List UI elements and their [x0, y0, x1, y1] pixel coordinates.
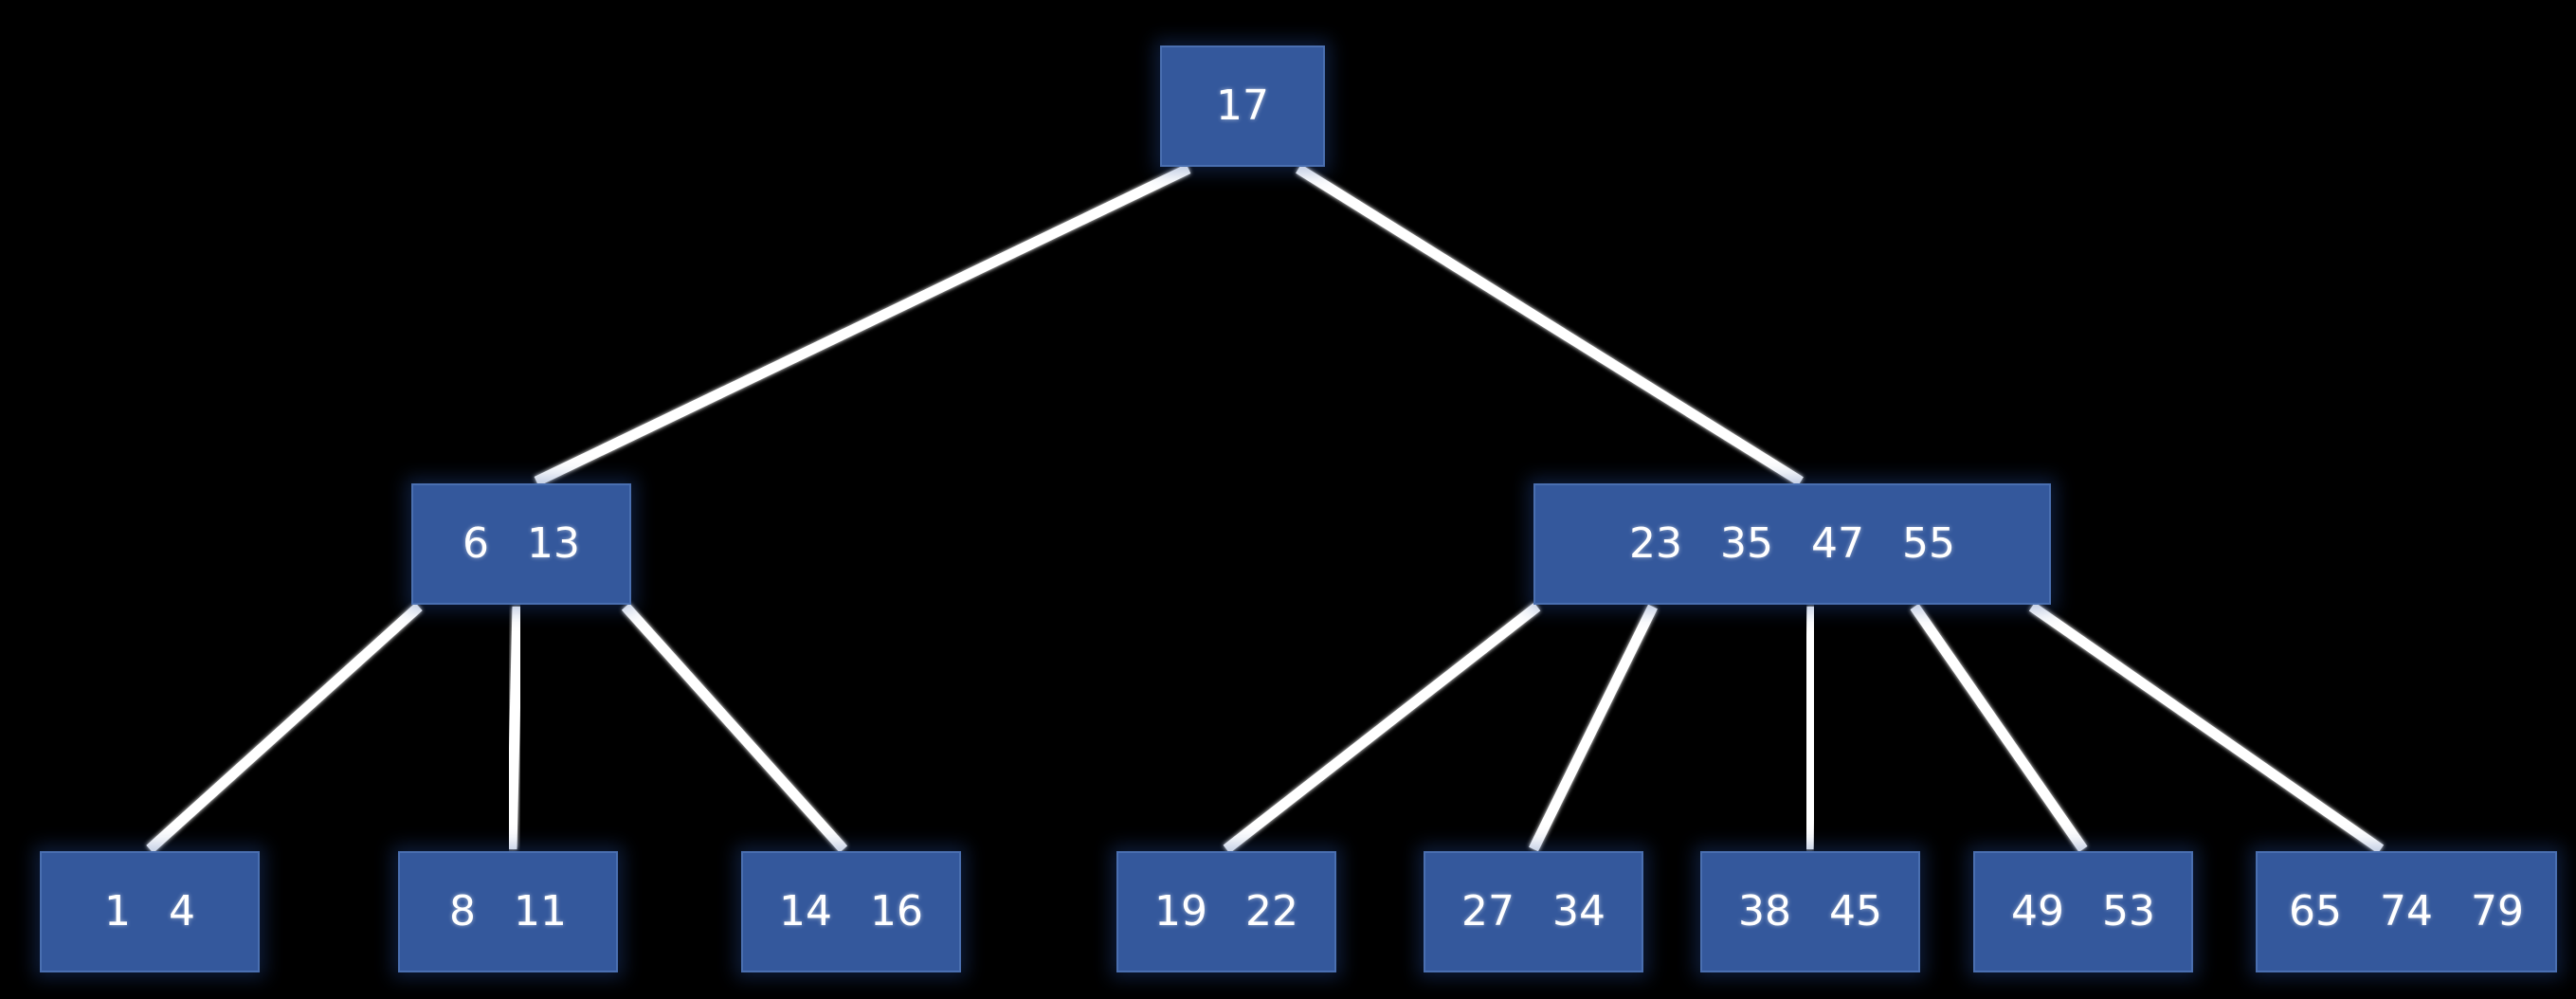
tree-edge	[534, 164, 1191, 486]
tree-edge	[1296, 164, 1804, 486]
tree-edge	[2028, 602, 2385, 854]
tree-edge	[146, 602, 423, 854]
btree-node-internal-left[interactable]: 6 13	[411, 483, 631, 605]
btree-key: 8	[449, 887, 476, 935]
btree-key: 17	[1216, 82, 1269, 130]
btree-key: 55	[1902, 519, 1955, 568]
btree-node-leaf-7[interactable]: 49 53	[1973, 851, 2193, 972]
btree-key: 23	[1629, 519, 1682, 568]
btree-key: 22	[1245, 887, 1298, 935]
btree-key: 79	[2471, 887, 2524, 935]
btree-node-leaf-3[interactable]: 14 16	[741, 851, 961, 972]
btree-key: 14	[779, 887, 832, 935]
tree-edge	[506, 606, 523, 850]
btree-key: 13	[527, 519, 580, 568]
btree-key: 35	[1720, 519, 1773, 568]
btree-key: 45	[1829, 887, 1882, 935]
btree-node-leaf-8[interactable]: 65 74 79	[2256, 851, 2557, 972]
btree-node-leaf-6[interactable]: 38 45	[1700, 851, 1920, 972]
btree-key: 6	[463, 519, 489, 568]
tree-edge	[621, 603, 848, 853]
btree-key: 11	[514, 887, 567, 935]
btree-key: 4	[169, 887, 195, 935]
btree-key: 53	[2102, 887, 2155, 935]
btree-node-internal-right[interactable]: 23 35 47 55	[1533, 483, 2051, 605]
tree-edge	[1910, 603, 2088, 853]
btree-node-root[interactable]: 17	[1160, 45, 1325, 167]
btree-key: 47	[1811, 519, 1864, 568]
btree-key: 34	[1552, 887, 1605, 935]
btree-key: 74	[2380, 887, 2433, 935]
tree-edge	[1223, 602, 1541, 854]
btree-node-leaf-5[interactable]: 27 34	[1424, 851, 1643, 972]
btree-key: 65	[2289, 887, 2342, 935]
btree-key: 1	[104, 887, 131, 935]
btree-node-leaf-2[interactable]: 8 11	[398, 851, 618, 972]
tree-edge	[1803, 606, 1818, 850]
btree-key: 27	[1461, 887, 1515, 935]
btree-key: 19	[1154, 887, 1207, 935]
btree-key: 38	[1738, 887, 1791, 935]
btree-key: 16	[870, 887, 923, 935]
tree-edge	[1529, 604, 1658, 852]
btree-key: 49	[2011, 887, 2064, 935]
btree-node-keys: 17	[1216, 85, 1269, 127]
